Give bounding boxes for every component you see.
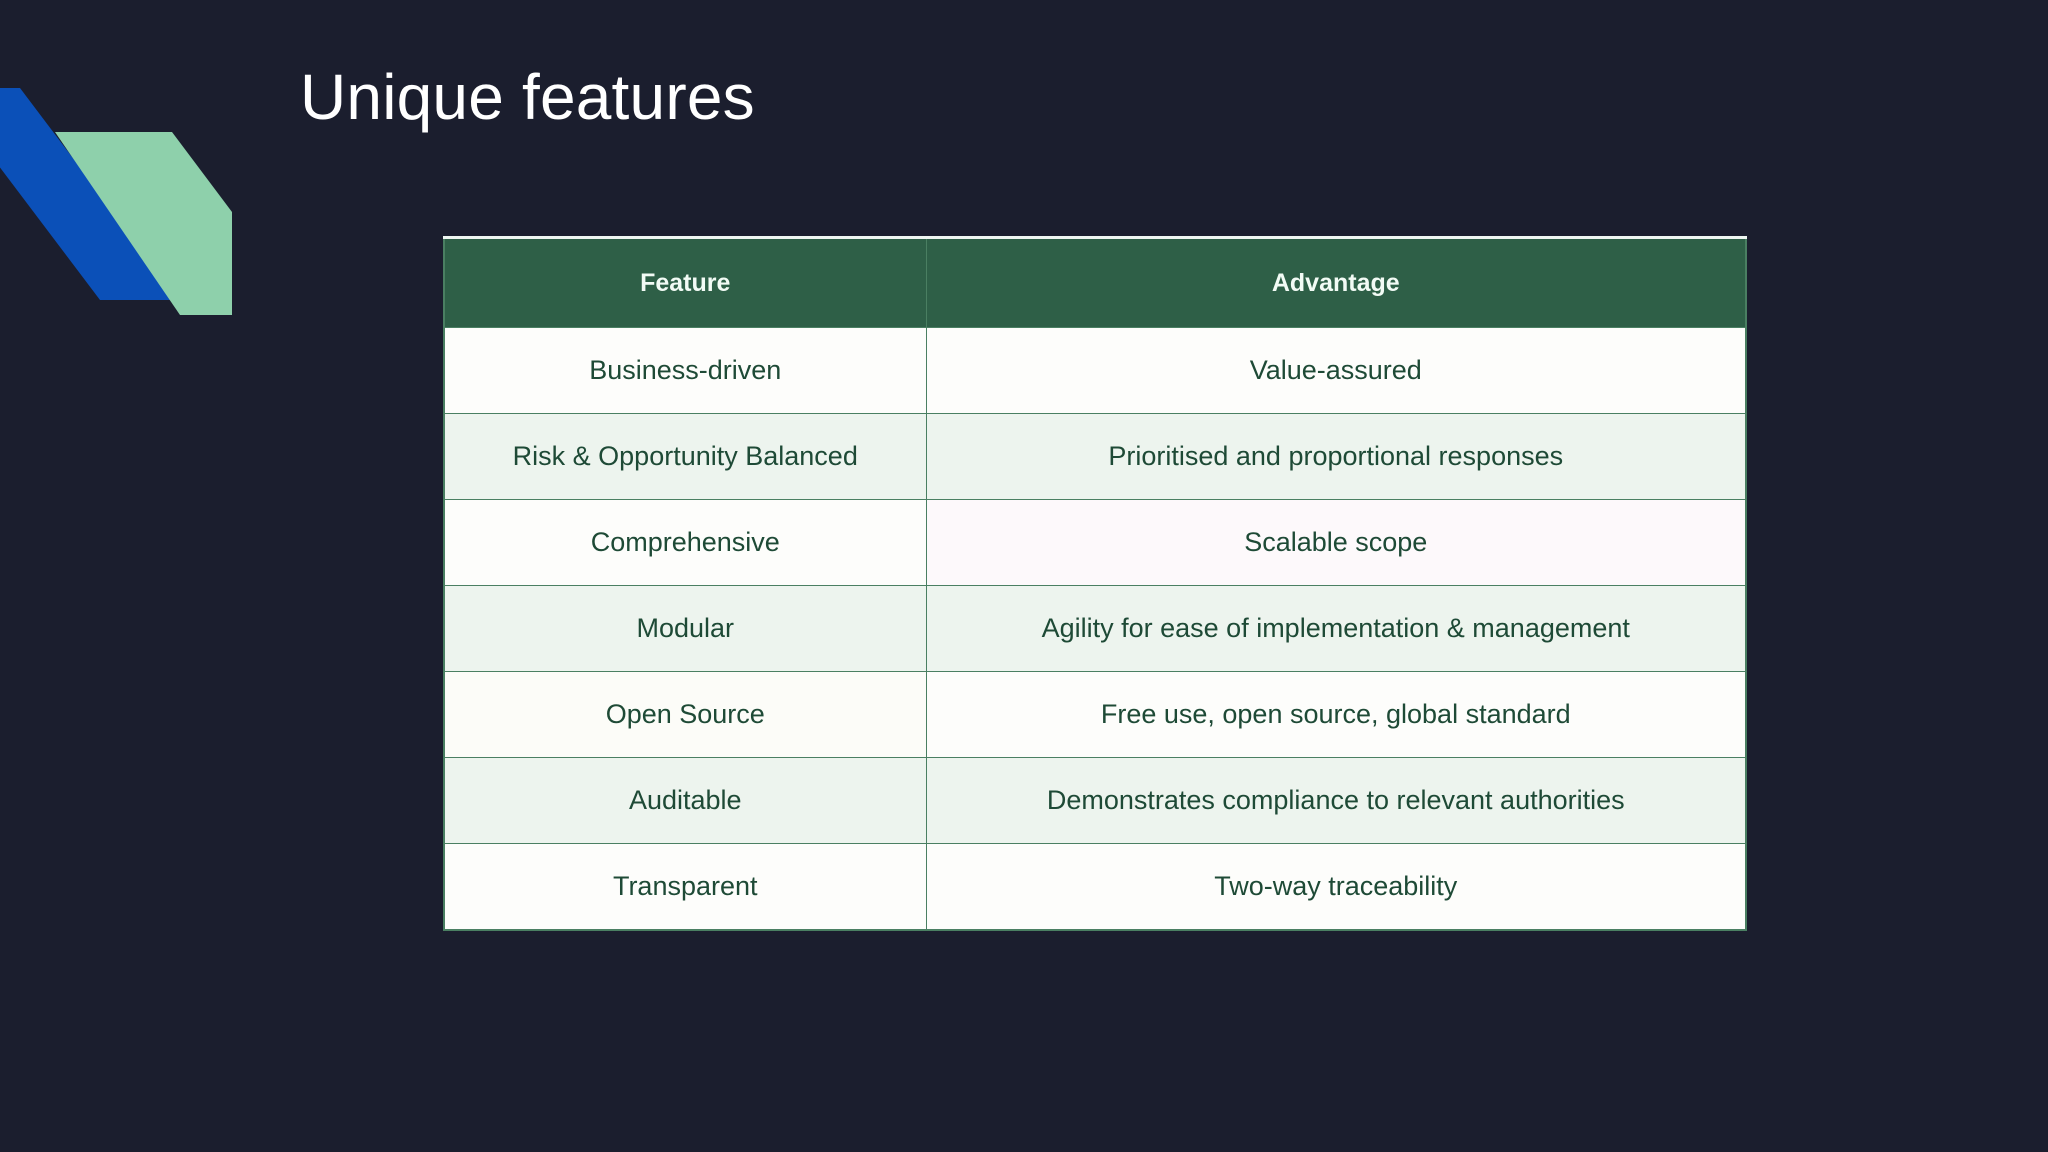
features-advantages-table: Feature Advantage Business-driven Value-… — [443, 236, 1747, 931]
cell-advantage: Scalable scope — [925, 499, 1747, 586]
features-table-container: Feature Advantage Business-driven Value-… — [443, 236, 1747, 931]
cell-feature: Comprehensive — [443, 499, 927, 586]
column-header-feature: Feature — [443, 236, 927, 328]
mint-parallelogram-shape — [55, 132, 232, 315]
table-header: Feature Advantage — [443, 236, 1747, 328]
table-row: Modular Agility for ease of implementati… — [443, 585, 1747, 672]
cell-advantage: Value-assured — [925, 327, 1747, 414]
page-title: Unique features — [300, 61, 755, 133]
cell-feature: Modular — [443, 585, 927, 672]
table-row: Risk & Opportunity Balanced Prioritised … — [443, 413, 1747, 500]
cell-feature: Open Source — [443, 671, 927, 758]
cell-advantage: Two-way traceability — [925, 843, 1747, 931]
cell-feature: Transparent — [443, 843, 927, 931]
column-header-advantage: Advantage — [925, 236, 1747, 328]
cell-advantage: Demonstrates compliance to relevant auth… — [925, 757, 1747, 844]
table-body: Business-driven Value-assured Risk & Opp… — [443, 327, 1747, 931]
cell-feature: Risk & Opportunity Balanced — [443, 413, 927, 500]
cell-advantage: Free use, open source, global standard — [925, 671, 1747, 758]
cell-advantage: Agility for ease of implementation & man… — [925, 585, 1747, 672]
table-row: Auditable Demonstrates compliance to rel… — [443, 757, 1747, 844]
corner-decoration — [0, 0, 300, 340]
table-row: Comprehensive Scalable scope — [443, 499, 1747, 586]
table-row: Transparent Two-way traceability — [443, 843, 1747, 931]
table-header-row: Feature Advantage — [443, 236, 1747, 328]
cell-feature: Business-driven — [443, 327, 927, 414]
blue-parallelogram-shape — [0, 88, 180, 300]
cell-feature: Auditable — [443, 757, 927, 844]
table-row: Business-driven Value-assured — [443, 327, 1747, 414]
table-row: Open Source Free use, open source, globa… — [443, 671, 1747, 758]
cell-advantage: Prioritised and proportional responses — [925, 413, 1747, 500]
